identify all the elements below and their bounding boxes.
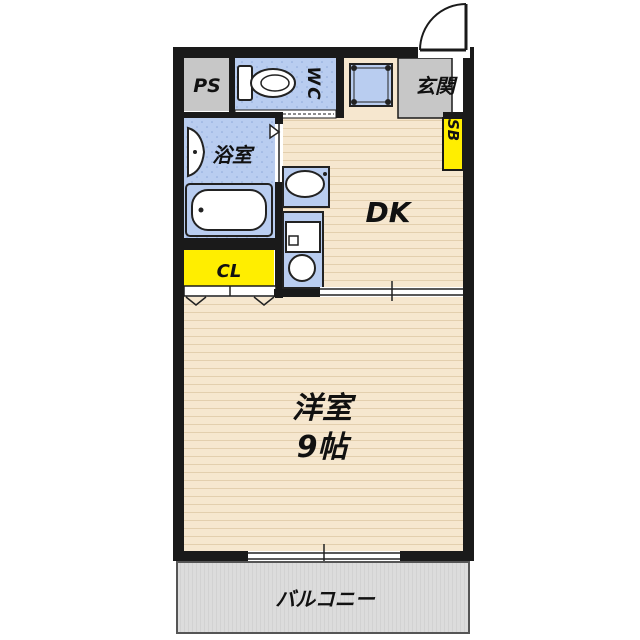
dk-partition-wall xyxy=(274,289,322,297)
washing-machine-pan-icon xyxy=(349,63,393,107)
closet xyxy=(184,250,274,286)
bath-label: 浴室 xyxy=(212,143,255,167)
bathtub-icon xyxy=(185,183,273,237)
kitchen-sink-icon xyxy=(282,166,330,208)
ps-wall xyxy=(229,58,235,118)
western-room-label: 洋室 xyxy=(292,391,357,426)
kitchen-counter-icon xyxy=(282,211,324,289)
bath-wall-top xyxy=(184,112,283,118)
entrance-door-icon[interactable] xyxy=(418,3,470,58)
bath-door-icon[interactable] xyxy=(269,123,283,182)
ps-label: PS xyxy=(193,75,221,97)
ps-area xyxy=(184,58,230,111)
entrance-wall xyxy=(443,112,463,118)
dk-label: DK xyxy=(366,196,413,229)
western-room-floor xyxy=(183,297,465,553)
bath-wall-bottom xyxy=(184,238,276,250)
closet-label: CL xyxy=(217,261,242,282)
outer-wall-right xyxy=(463,47,474,560)
wc-wall-right xyxy=(336,58,344,118)
entrance-label: 玄関 xyxy=(415,74,458,98)
dk-sliding-door-icon[interactable] xyxy=(320,281,463,301)
wc-label: WC xyxy=(303,66,323,101)
outer-wall-left xyxy=(173,47,184,560)
outer-wall-top xyxy=(173,47,474,58)
balcony-label: バルコニー xyxy=(275,587,376,611)
bath-wall-right xyxy=(275,112,283,298)
balcony-area xyxy=(176,561,470,634)
toilet-icon xyxy=(237,65,296,101)
entrance-area xyxy=(397,57,453,119)
shoebox-label: SB xyxy=(444,119,462,141)
bath-sink-icon xyxy=(187,126,206,178)
western-room-size: 9帖 xyxy=(297,430,353,465)
